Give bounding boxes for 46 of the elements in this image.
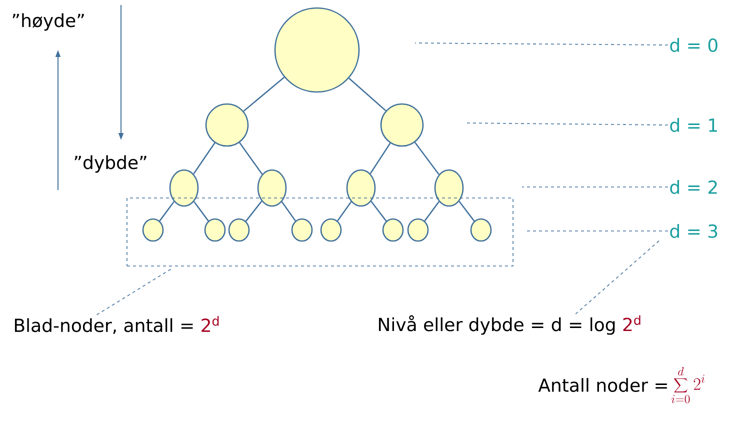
level-label: d = 1 (670, 118, 717, 132)
leader-line (522, 186, 668, 188)
tree-node-circle (407, 218, 429, 242)
tree-branch (370, 201, 387, 222)
tree-node-circle (142, 218, 164, 242)
axis-label: ”høyde” (12, 13, 84, 31)
tree-branch (414, 142, 440, 175)
leader-line (526, 230, 668, 232)
tree-node-circle (169, 169, 199, 207)
leader-line (414, 42, 668, 46)
tree-node-circle (320, 218, 342, 242)
tree-branch (243, 76, 285, 112)
level-label: d = 3 (670, 224, 718, 238)
leader-line (466, 122, 668, 126)
formula-text: Antall noder = (538, 378, 667, 392)
formula-text: Nivå eller dybde = d = log 2$^{d}$ (378, 315, 640, 335)
tree-node-circle (382, 218, 404, 242)
tree-node-circle (434, 169, 464, 207)
level-label: d = 0 (670, 38, 718, 52)
leaf-group-box (126, 198, 514, 266)
tree-branch (458, 201, 475, 222)
tree-branch (424, 201, 440, 222)
tree-node-circle (205, 103, 249, 147)
tree-node-circle (291, 218, 313, 242)
tree-branch (193, 142, 216, 174)
tree-node-circle (274, 7, 360, 93)
tree-node-circle (346, 169, 376, 207)
tree-branch (159, 201, 174, 222)
tree-branch (239, 142, 263, 175)
tree-node-circle (470, 218, 492, 242)
tree-node-circle (380, 103, 424, 147)
tree-branch (281, 201, 296, 222)
tree-node-circle (257, 169, 287, 207)
leader-line (575, 238, 662, 314)
tree-branch (245, 200, 262, 222)
level-label: d = 2 (670, 180, 717, 194)
tree-node-circle (228, 218, 250, 242)
tree-branch (348, 78, 386, 112)
tree-branch (194, 201, 209, 222)
formula-text: Blad-noder, antall = 2$^{d}$ (14, 316, 219, 334)
tree-branch (337, 201, 352, 222)
sum-formula: $\sum_{i=0}^{d} 2^{i}$ (672, 367, 704, 404)
tree-branch (370, 142, 391, 174)
tree-node-circle (204, 218, 226, 242)
axis-label: ”dybde” (74, 155, 146, 173)
leader-line (96, 268, 172, 316)
